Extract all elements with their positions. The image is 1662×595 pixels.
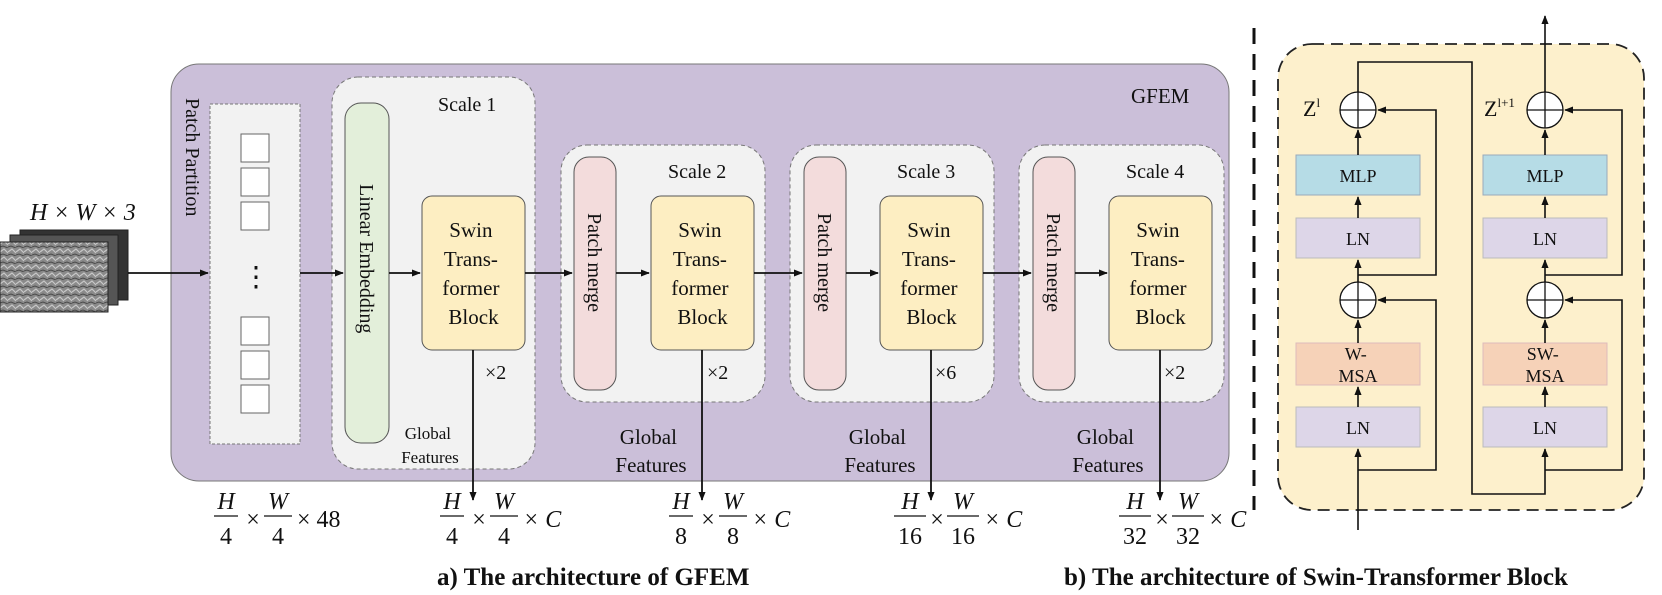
svg-text:4: 4 — [220, 524, 232, 550]
svg-text:16: 16 — [898, 524, 922, 550]
svg-text:×: × — [246, 507, 260, 533]
svg-text:× C: × C — [752, 507, 791, 533]
swmsa-label: SW- MSA — [1525, 344, 1564, 386]
svg-text:H: H — [1125, 489, 1145, 515]
caption-a: a) The architecture of GFEM — [437, 564, 749, 591]
swmsa-box — [1482, 342, 1608, 386]
svg-text:H: H — [216, 489, 236, 515]
output-dims-3: H 16 × W 16 × C — [894, 489, 1023, 550]
patch-cell — [240, 167, 270, 197]
patch-ellipsis: ⋮ — [242, 262, 270, 293]
ln-label-right-bottom: LN — [1533, 418, 1557, 438]
mlp-box-right — [1482, 154, 1608, 196]
svg-text:4: 4 — [498, 524, 510, 550]
svg-text:16: 16 — [951, 524, 975, 550]
output-dims-2: H 8 × W 8 × C — [669, 489, 791, 550]
patch-cell — [240, 350, 270, 380]
svg-text:H: H — [900, 489, 920, 515]
add-node-left-bottom — [1339, 281, 1377, 319]
scale-2-global-features: Global Features — [615, 425, 686, 477]
svg-text:32: 32 — [1123, 524, 1147, 550]
svg-text:W: W — [268, 489, 290, 515]
patch-merge-2-label: Patch merge — [813, 213, 835, 312]
input-image-stack — [0, 229, 129, 313]
scale-2-label: Scale 2 — [668, 161, 726, 183]
mlp-label-right: MLP — [1526, 166, 1563, 186]
ln-label-left-bottom: LN — [1346, 418, 1370, 438]
output-dims-4: H 32 × W 32 × C — [1119, 489, 1247, 550]
ln-box-left-bottom — [1295, 406, 1421, 448]
swin-block-3-label: Swin Trans- former Block — [900, 218, 962, 329]
gfem-title: GFEM — [1131, 84, 1190, 108]
swin-block-4-label: Swin Trans- former Block — [1129, 218, 1191, 329]
patch-merge-1-label: Patch merge — [583, 213, 605, 312]
patch-cell — [240, 316, 270, 346]
ln-label-left-top: LN — [1346, 229, 1370, 249]
svg-text:W: W — [723, 489, 745, 515]
svg-text:8: 8 — [675, 524, 687, 550]
linear-embedding-label: Linear Embedding — [355, 184, 377, 333]
patch-cell — [240, 133, 270, 163]
gfem-flow-arrows — [128, 269, 1164, 501]
ln-box-right-top — [1482, 217, 1608, 259]
scale-4-label: Scale 4 — [1126, 161, 1184, 183]
svg-text:×: × — [701, 507, 715, 533]
mlp-label-left: MLP — [1339, 166, 1376, 186]
swin-block-2-label: Swin Trans- former Block — [671, 218, 733, 329]
patch-cell — [240, 384, 270, 414]
z-label-left: Zl — [1303, 95, 1320, 121]
ln-label-right-top: LN — [1533, 229, 1557, 249]
svg-text:W: W — [494, 489, 516, 515]
svg-text:32: 32 — [1176, 524, 1200, 550]
add-node-right-top — [1526, 91, 1564, 129]
caption-b: b) The architecture of Swin-Transformer … — [1064, 564, 1568, 591]
svg-text:W: W — [953, 489, 975, 515]
scale-2-repeat: ×2 — [707, 362, 728, 384]
patch-cell — [240, 201, 270, 231]
scale-3-repeat: ×6 — [935, 362, 956, 384]
svg-text:H: H — [442, 489, 462, 515]
scale-3-label: Scale 3 — [897, 161, 955, 183]
output-dims-0: H 4 × W 4 × 48 — [214, 489, 341, 550]
scale-1-repeat: ×2 — [485, 362, 506, 384]
add-node-right-bottom — [1526, 281, 1564, 319]
svg-text:× C: × C — [984, 507, 1023, 533]
scale-1-label: Scale 1 — [438, 94, 496, 116]
swin-block-connections — [1354, 15, 1623, 530]
patch-partition-label: Patch Partition — [181, 98, 203, 216]
z-label-right: Zl+1 — [1484, 95, 1515, 121]
scale-1-global-features: Global Features — [401, 424, 459, 467]
mlp-box-left — [1295, 154, 1421, 196]
svg-text:×: × — [472, 507, 486, 533]
svg-text:4: 4 — [272, 524, 284, 550]
wmsa-label: W- MSA — [1338, 344, 1377, 386]
patch-partition-box: ⋮ — [209, 103, 301, 445]
swin-block-1-label: Swin Trans- former Block — [442, 218, 504, 329]
input-dims: H × W × 3 — [29, 200, 136, 226]
svg-text:× C: × C — [1208, 507, 1247, 533]
scale-3-global-features: Global Features — [844, 425, 915, 477]
add-node-left-top — [1339, 91, 1377, 129]
svg-text:×: × — [930, 507, 944, 533]
ln-box-left-top — [1295, 217, 1421, 259]
patch-merge-3-label: Patch merge — [1042, 213, 1064, 312]
svg-text:× 48: × 48 — [297, 507, 341, 533]
scale-4-global-features: Global Features — [1072, 425, 1143, 477]
svg-text:H: H — [671, 489, 691, 515]
scale-4-repeat: ×2 — [1164, 362, 1185, 384]
svg-text:4: 4 — [446, 524, 458, 550]
svg-text:×: × — [1155, 507, 1169, 533]
svg-text:8: 8 — [727, 524, 739, 550]
svg-text:W: W — [1178, 489, 1200, 515]
output-dims-1: H 4 × W 4 × C — [440, 489, 562, 550]
svg-text:× C: × C — [523, 507, 562, 533]
